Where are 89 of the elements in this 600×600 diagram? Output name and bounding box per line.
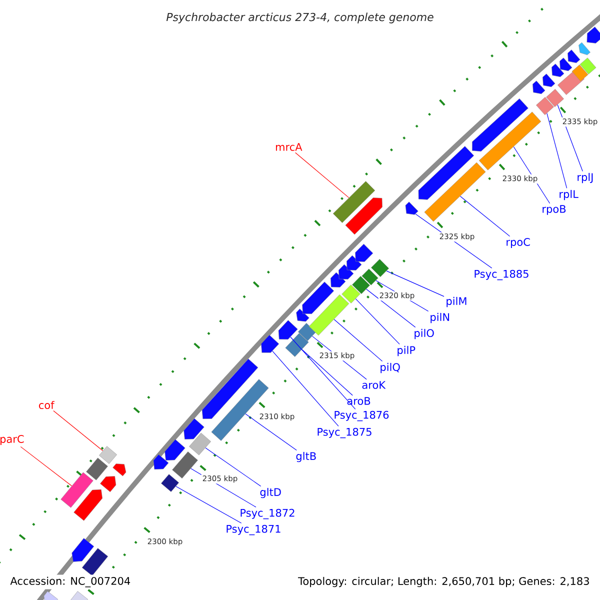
gene-block: [418, 146, 474, 200]
gene-block: [355, 244, 374, 262]
gene-block: [298, 323, 316, 341]
gene-block: [184, 418, 204, 440]
gene-block: [542, 74, 556, 88]
info-text: Topology: circular; Length: 2,650,701 bp; Genes: 2,183: [296, 574, 592, 590]
gene-block: [552, 64, 564, 78]
gene-block: [345, 198, 382, 235]
gene-label: pilQ: [380, 362, 400, 374]
leader-line: [295, 152, 350, 198]
info-text: Accession: NC_007204: [8, 574, 133, 590]
gene-block: [189, 432, 211, 456]
leader-line: [272, 350, 339, 426]
gene-block: [405, 202, 418, 215]
gene-label: Psyc_1875: [318, 428, 372, 438]
gene-block: [70, 591, 88, 600]
gene-block: [546, 89, 564, 107]
leader-line: [20, 446, 72, 486]
gene-label: Psyc_1876: [334, 410, 389, 422]
gene-block: [112, 464, 126, 476]
leader-line: [176, 486, 242, 524]
gene-label: mrcA: [276, 143, 302, 151]
leader-line: [334, 319, 383, 362]
gene-label: aroK: [362, 381, 386, 389]
gene-block: [99, 446, 117, 464]
gene-block: [586, 26, 600, 44]
gene-label: parC: [0, 435, 24, 445]
gene-label: rpoB: [542, 205, 566, 215]
gene-block: [478, 112, 542, 170]
gene-label: Psyc_1872: [240, 508, 294, 520]
leader-line: [366, 288, 416, 328]
gene-block: [86, 458, 108, 480]
gene-block: [261, 334, 280, 353]
gene-block: [82, 548, 108, 576]
gene-label: gltD: [260, 488, 281, 498]
leader-line: [302, 349, 353, 396]
gene-block: [560, 58, 572, 72]
gene-block: [332, 181, 376, 223]
gene-label: rpoC: [506, 238, 530, 248]
gene-label: aroB: [347, 397, 370, 405]
gene-label: cof: [38, 400, 54, 410]
gene-block: [338, 264, 354, 280]
gene-block: [424, 162, 486, 222]
gene-block: [202, 358, 258, 419]
gene-block: [362, 268, 378, 286]
gene-label: gltB: [296, 452, 316, 462]
gene-block: [164, 439, 186, 460]
gene-block: [346, 255, 362, 270]
gene-block: [342, 284, 360, 304]
leader-line: [546, 112, 568, 189]
leader-line: [355, 298, 400, 345]
gene-block: [532, 80, 546, 94]
gene-block: [568, 50, 580, 64]
gene-block: [100, 476, 116, 492]
leader-line: [53, 410, 104, 452]
gene-block: [172, 452, 198, 478]
gene-label: pilO: [414, 328, 434, 340]
gene-label: pilN: [430, 312, 450, 324]
leader-line: [205, 448, 262, 487]
title: Psychrobacter arcticus 273-4, complete genome: [166, 12, 434, 24]
gene-block: [285, 333, 309, 357]
gene-block: [153, 454, 169, 470]
gene-block: [578, 42, 590, 56]
gene-block: [44, 591, 58, 600]
gene-block: [296, 308, 310, 322]
gene-label: Psyc_1885: [474, 270, 528, 280]
gene-label: pilP: [398, 346, 416, 356]
gene-block: [278, 320, 298, 340]
gene-block: [371, 259, 389, 277]
gene-block: [572, 64, 588, 82]
leader-line: [290, 336, 356, 410]
leader-line: [386, 270, 444, 297]
gene-block: [72, 538, 94, 562]
gene-block: [308, 294, 350, 336]
gene-block: [352, 276, 370, 294]
gene-block: [330, 272, 346, 288]
gene-block: [74, 489, 102, 521]
gene-label: Psyc_1871: [226, 524, 280, 536]
gene-block: [302, 282, 334, 314]
leader-line: [460, 196, 510, 237]
gene-label: rplJ: [578, 172, 593, 184]
gene-block: [580, 58, 596, 74]
gene-label: rplL: [560, 190, 578, 200]
gene-block: [472, 98, 528, 152]
gene-label: pilM: [446, 296, 466, 308]
leader-line: [245, 414, 297, 451]
gene-block: [536, 97, 554, 115]
gene-block: [60, 472, 94, 508]
gene-block: [161, 474, 179, 492]
